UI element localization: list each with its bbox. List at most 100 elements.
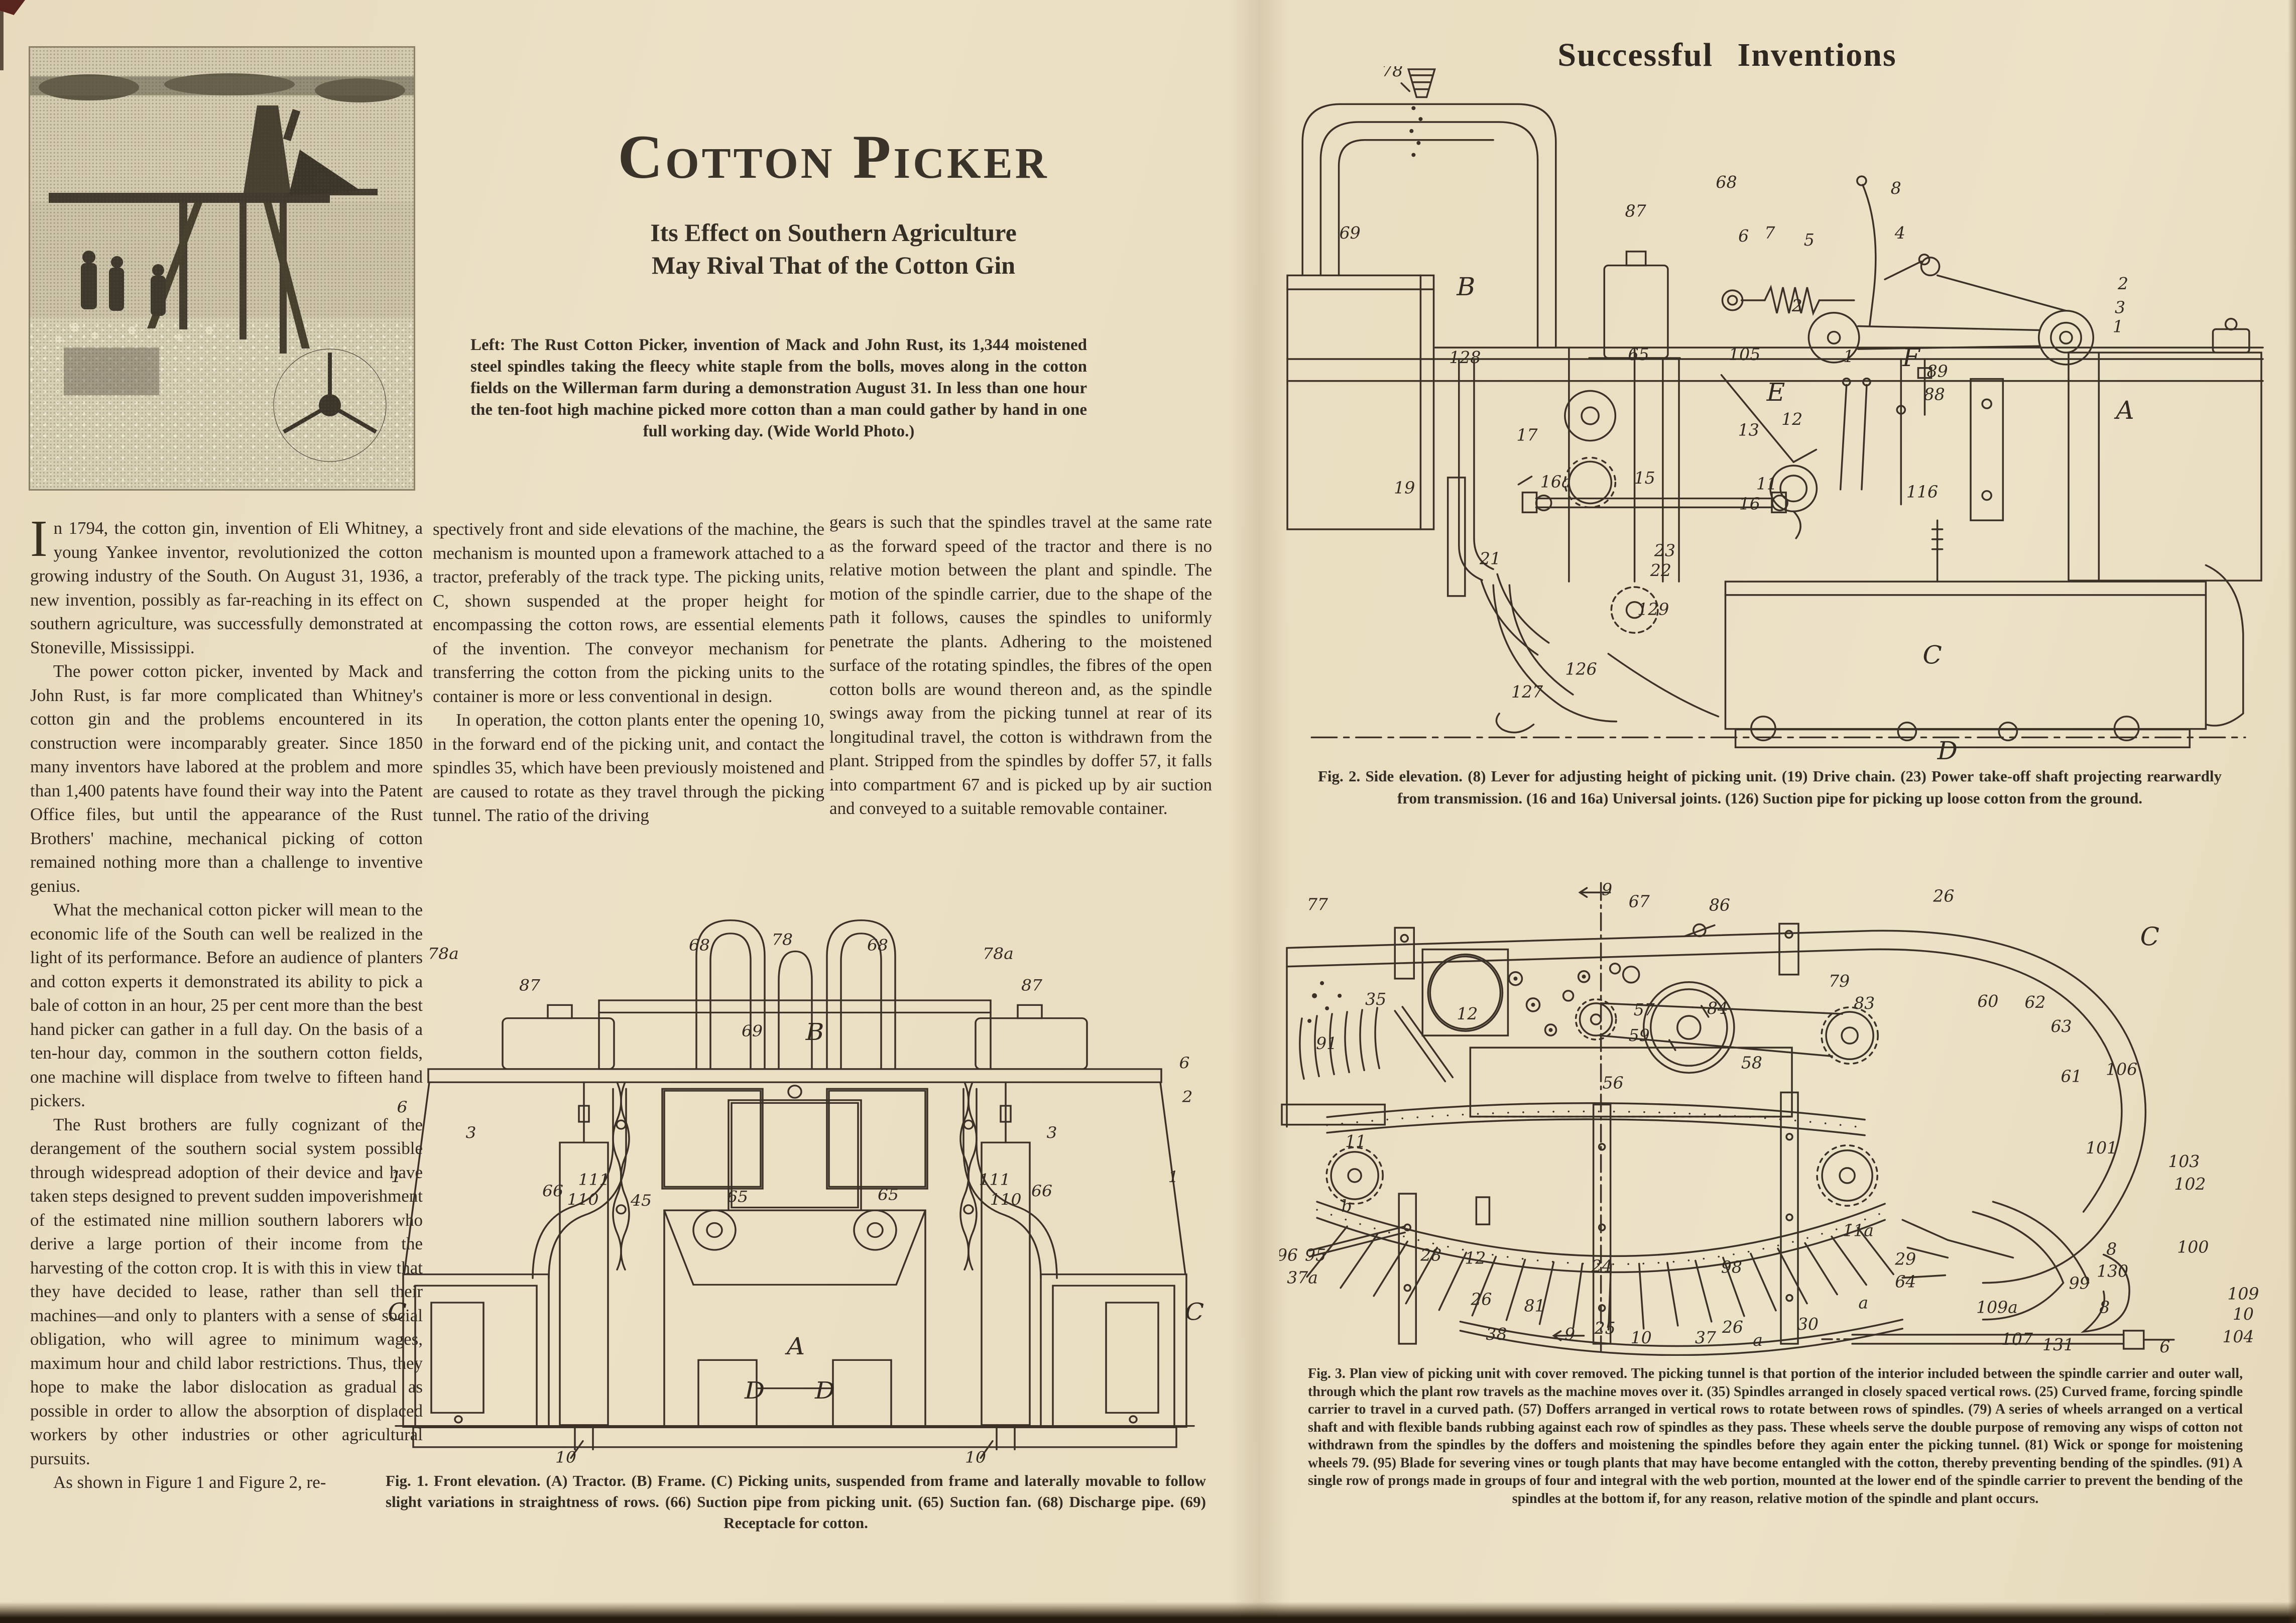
figure-label: 98 (1721, 1257, 1742, 1277)
figure-label: a (1858, 1293, 1868, 1313)
figure-label: 64 (1895, 1272, 1916, 1292)
figure-label: 81 (1524, 1296, 1545, 1316)
figure-label: F (1902, 343, 1921, 372)
figure-label: 8 (2099, 1298, 2110, 1317)
figure-label: D (744, 1377, 765, 1405)
text-column-2: spectively front and side elevations of … (433, 517, 824, 828)
figure-label: 68 (689, 936, 710, 955)
figure-label: 110 (990, 1190, 1022, 1209)
figure-label: C (2140, 922, 2159, 952)
figure-label: 103 (2168, 1151, 2200, 1171)
paragraph: spectively front and side elevations of … (433, 519, 824, 706)
figure-label: 87 (519, 976, 541, 994)
figure-label: 22 (1650, 560, 1671, 580)
figure-label: 89 (1927, 362, 1948, 381)
figure-label: 128 (1449, 347, 1481, 367)
figure-label: 45 (630, 1191, 652, 1210)
figure-label: 15 (1634, 468, 1655, 488)
figure-label: 5 (1804, 230, 1815, 250)
figure-label: 37a (1287, 1268, 1318, 1288)
figure-label: 29 (1894, 1249, 1916, 1268)
photo-artwork (29, 46, 415, 491)
figure-1-caption: Fig. 1. Front elevation. (A) Tractor. (B… (386, 1472, 1206, 1532)
figure-label: 126 (1565, 659, 1597, 679)
figure-label: 6 (397, 1098, 408, 1116)
figure-label: 65 (1628, 344, 1649, 364)
figure-label: 8 (1891, 178, 1901, 198)
figure-label: C (1922, 641, 1942, 670)
figure-label: 11 (1756, 474, 1777, 494)
figure-label: 87 (1625, 201, 1646, 221)
figure-label: 83 (1854, 993, 1875, 1013)
figure-label: 16 (1739, 494, 1760, 514)
figure-label: 6 (1179, 1054, 1190, 1072)
figure-label: 1 (391, 1168, 402, 1186)
photo-caption: Left: The Rust Cotton Picker, invention … (470, 336, 1087, 440)
figure-label: 65 (727, 1187, 748, 1206)
figure-3-caption: Fig. 3. Plan view of picking unit with c… (1308, 1366, 2243, 1506)
figure-label: 2 (2117, 274, 2128, 293)
figure-label: 12 (1457, 1004, 1478, 1023)
figure-2-caption: Fig. 2. Side elevation. (8) Lever for ad… (1318, 767, 2222, 807)
figure-label: 67 (1629, 891, 1650, 911)
figure-label: 111 (979, 1171, 1011, 1189)
figure-label: 107 (2001, 1329, 2033, 1349)
figure-label: 2 (1181, 1088, 1192, 1106)
figure-label: 4 (1894, 223, 1905, 243)
figure-label: 12 (1465, 1248, 1486, 1267)
figure-label: 30 (1797, 1314, 1819, 1334)
scan-left-edge (0, 0, 4, 70)
figure-label: 58 (1741, 1053, 1762, 1072)
figure-label: E (1766, 378, 1785, 407)
figure-label: 10 (965, 1448, 986, 1467)
figure-label: B (805, 1018, 824, 1046)
figure-label: 9 (1564, 1324, 1575, 1344)
figure-label: 37 (1695, 1328, 1716, 1347)
figure-label: 11 (1345, 1131, 1366, 1151)
figure-label: 86 (1709, 895, 1730, 914)
figure-label: 69 (742, 1021, 763, 1040)
figure-label: 1 (1843, 346, 1854, 366)
figure-label: 10 (2233, 1304, 2254, 1324)
fig1-drawing (395, 919, 1195, 1459)
figure-label: B (1456, 272, 1475, 301)
figure-label: D (1937, 736, 1958, 763)
paragraph: What the mechanical cotton picker will m… (30, 900, 423, 1110)
figure-label: 10 (555, 1448, 576, 1467)
figure-label: 26 (1932, 886, 1954, 905)
figure-label: 116 (1906, 482, 1938, 502)
text-column-1: In 1794, the cotton gin, invention of El… (30, 510, 423, 1494)
figure-label: 109 (2227, 1284, 2259, 1304)
figure-label: 105 (1729, 344, 1760, 364)
figure-label: 12 (1781, 409, 1802, 429)
figure-label: 88 (1924, 384, 1945, 404)
scan-right-edge (2288, 0, 2296, 1623)
figure-label: 65 (878, 1186, 899, 1204)
fig3-drawing (1281, 882, 2175, 1356)
figure-label: 57 (1634, 1000, 1655, 1019)
scan-bottom-edge (0, 1602, 2296, 1623)
figure-label: a (1753, 1330, 1763, 1350)
figure-label: 100 (2177, 1237, 2209, 1256)
figure-label: 78 (772, 930, 793, 949)
figure-label: 110 (567, 1190, 599, 1209)
figure-label: 16a (1540, 472, 1572, 492)
figure-label: 6 (1738, 226, 1749, 246)
figure-label: 13 (1738, 420, 1759, 440)
figure-label: 62 (2025, 992, 2046, 1012)
subtitle-line-2: May Rival That of the Cotton Gin (651, 251, 1016, 279)
figure-label: 127 (1511, 682, 1543, 702)
figure-label: 28 (1420, 1245, 1441, 1264)
paragraph: As shown in Figure 1 and Figure 2, re- (53, 1472, 326, 1492)
figure-label: 26 (1470, 1290, 1492, 1309)
figure-2-side-elevation: 78696887867542231B128651051F8988AE131217… (1286, 66, 2264, 763)
figure-label: 91 (1316, 1033, 1337, 1053)
figure-label: 66 (1031, 1182, 1052, 1200)
paragraph: In operation, the cotton plants enter th… (433, 710, 824, 825)
paragraph: In 1794, the cotton gin, invention of El… (30, 510, 423, 657)
scan-corner-mark (0, 0, 25, 15)
figure-label: 68 (1716, 172, 1737, 192)
page-title: Cotton Picker (618, 123, 1049, 191)
figure-label: 10 (1631, 1328, 1652, 1347)
